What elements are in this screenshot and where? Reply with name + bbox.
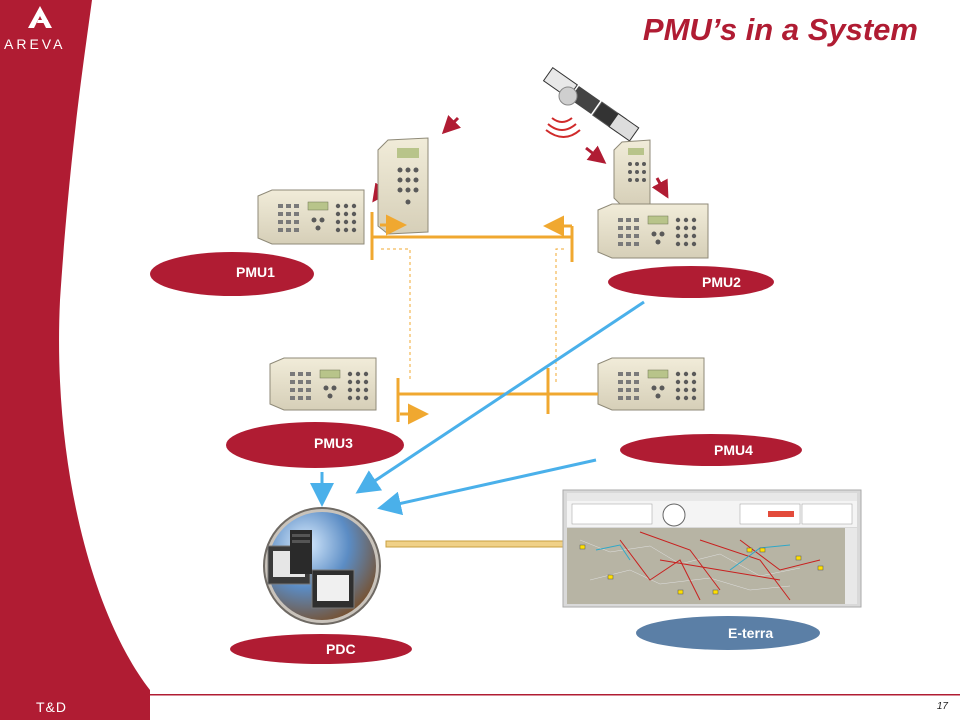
- areva-logo-icon: [28, 6, 52, 28]
- signal-arrow: [585, 145, 607, 164]
- signal-arrow: [441, 115, 461, 135]
- pmu1-label: PMU1: [150, 252, 314, 296]
- data-link: [310, 300, 645, 516]
- pmu4-device-icon: [597, 357, 705, 411]
- pmu3-text: PMU3: [314, 435, 353, 451]
- pdc-eterra-link: [385, 540, 565, 548]
- pmu2-text: PMU2: [702, 274, 741, 290]
- pmu2-device-icon: [597, 203, 709, 259]
- pmu3-device-icon: [269, 357, 377, 411]
- dashed-connector: [381, 248, 564, 382]
- eterra-label: E-terra: [636, 616, 820, 650]
- bus-line-bottom: [396, 368, 598, 425]
- gps-receiver-icon: [613, 139, 651, 207]
- pmu2-label: PMU2: [608, 266, 774, 298]
- signal-arrow: [651, 177, 669, 199]
- pdc-text: PDC: [326, 641, 356, 657]
- page-title: PMU’s in a System: [642, 12, 918, 47]
- brand-logo-text: AREVA: [4, 36, 66, 52]
- pdc-computer-icon: [263, 507, 381, 625]
- pmu3-label: PMU3: [226, 422, 404, 468]
- pdc-label: PDC: [230, 634, 412, 664]
- brand-sidebar: [0, 0, 150, 720]
- page-number: 17: [936, 701, 948, 712]
- bus-line-top: [370, 212, 574, 262]
- pmu1-text: PMU1: [236, 264, 275, 280]
- satellite-icon: [542, 66, 640, 142]
- eterra-text: E-terra: [728, 625, 774, 641]
- brand-footer-text: T&D: [36, 699, 67, 715]
- footer-band: [0, 695, 150, 720]
- pmu4-label: PMU4: [620, 434, 802, 466]
- eterra-screenshot: [562, 489, 862, 608]
- footer-rule: [0, 694, 960, 696]
- pmu4-text: PMU4: [714, 442, 753, 458]
- gps-receiver-icon: [377, 137, 429, 235]
- pmu1-device-icon: [257, 189, 365, 245]
